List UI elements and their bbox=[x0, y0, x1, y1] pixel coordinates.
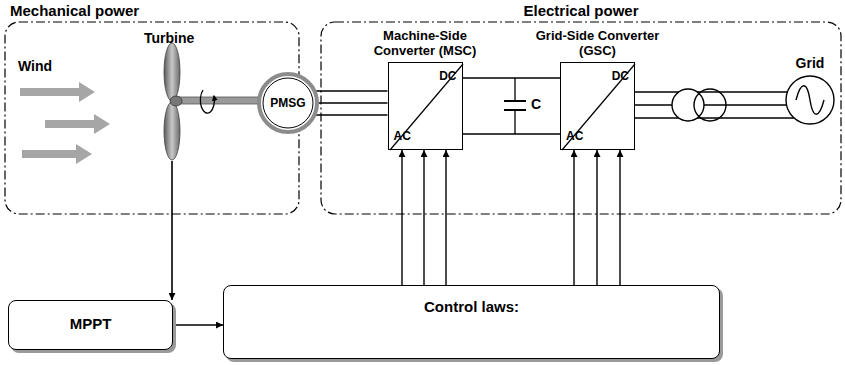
wind-arrow bbox=[20, 82, 95, 102]
turbine-hub bbox=[170, 96, 182, 106]
diagonal-line bbox=[562, 64, 635, 150]
transformer-winding bbox=[694, 89, 726, 121]
connector bbox=[619, 150, 620, 285]
mppt-feed-line bbox=[171, 161, 173, 300]
connector bbox=[635, 91, 787, 92]
grid-label: Grid bbox=[780, 55, 840, 72]
wind-arrow bbox=[22, 144, 92, 164]
connector bbox=[313, 102, 388, 103]
region-heading: Mechanical power bbox=[4, 0, 300, 20]
ac-side-label: AC bbox=[394, 129, 411, 143]
wind-label: Wind bbox=[18, 58, 52, 75]
dc-side-label: DC bbox=[439, 69, 456, 83]
connector bbox=[445, 150, 446, 285]
grid-circle bbox=[786, 76, 834, 124]
ac-side-label: AC bbox=[566, 129, 583, 143]
generator-label: PMSG bbox=[270, 96, 305, 110]
box-label: MPPT bbox=[70, 315, 112, 333]
converter-heading: Machine-Side Converter (MSC) bbox=[355, 28, 495, 58]
connector bbox=[596, 150, 597, 285]
dc-side-label: DC bbox=[612, 69, 629, 83]
turbine-blade bbox=[164, 43, 180, 101]
converter-heading: Grid-Side Converter (GSC) bbox=[530, 28, 665, 58]
capacitor-lead bbox=[514, 110, 515, 134]
dash-dot-border bbox=[5, 22, 299, 214]
power-region: Electrical powerMachine-Side Converter (… bbox=[320, 0, 842, 216]
converter-box: DC AC bbox=[560, 62, 635, 150]
turbine-shaft bbox=[176, 97, 258, 104]
connector bbox=[463, 77, 561, 78]
wind-arrow bbox=[45, 114, 110, 134]
control-box: Control laws: bbox=[223, 285, 720, 359]
sine-wave bbox=[796, 86, 824, 115]
connector bbox=[635, 117, 794, 118]
converter-block: Grid-Side Converter (GSC) DC AC bbox=[530, 28, 665, 150]
turbine-label: Turbine bbox=[144, 30, 194, 47]
connector bbox=[173, 324, 223, 325]
connector bbox=[573, 150, 574, 285]
converter-box: DC AC bbox=[388, 62, 463, 150]
connector bbox=[635, 104, 787, 105]
connector bbox=[401, 150, 402, 285]
connector bbox=[423, 150, 424, 285]
region-heading: Electrical power bbox=[320, 0, 842, 20]
capacitor-label: C bbox=[531, 96, 541, 113]
rotation-arrow bbox=[200, 90, 214, 113]
converter-block: Machine-Side Converter (MSC) DC AC bbox=[355, 28, 495, 150]
generator-circle: PMSG bbox=[256, 71, 320, 135]
generator-ring bbox=[259, 74, 317, 132]
grid-source: Grid bbox=[780, 55, 840, 127]
turbine-blade bbox=[164, 102, 180, 160]
grid-symbol bbox=[780, 73, 840, 127]
box-label: Control laws: bbox=[424, 298, 519, 316]
dash-dot-border bbox=[321, 22, 841, 214]
connector bbox=[463, 133, 561, 134]
control-box: MPPT bbox=[8, 300, 173, 350]
capacitor-plate bbox=[504, 100, 526, 102]
capacitor-lead bbox=[514, 78, 515, 101]
generator-body bbox=[263, 78, 313, 128]
diagonal-line bbox=[390, 64, 463, 150]
